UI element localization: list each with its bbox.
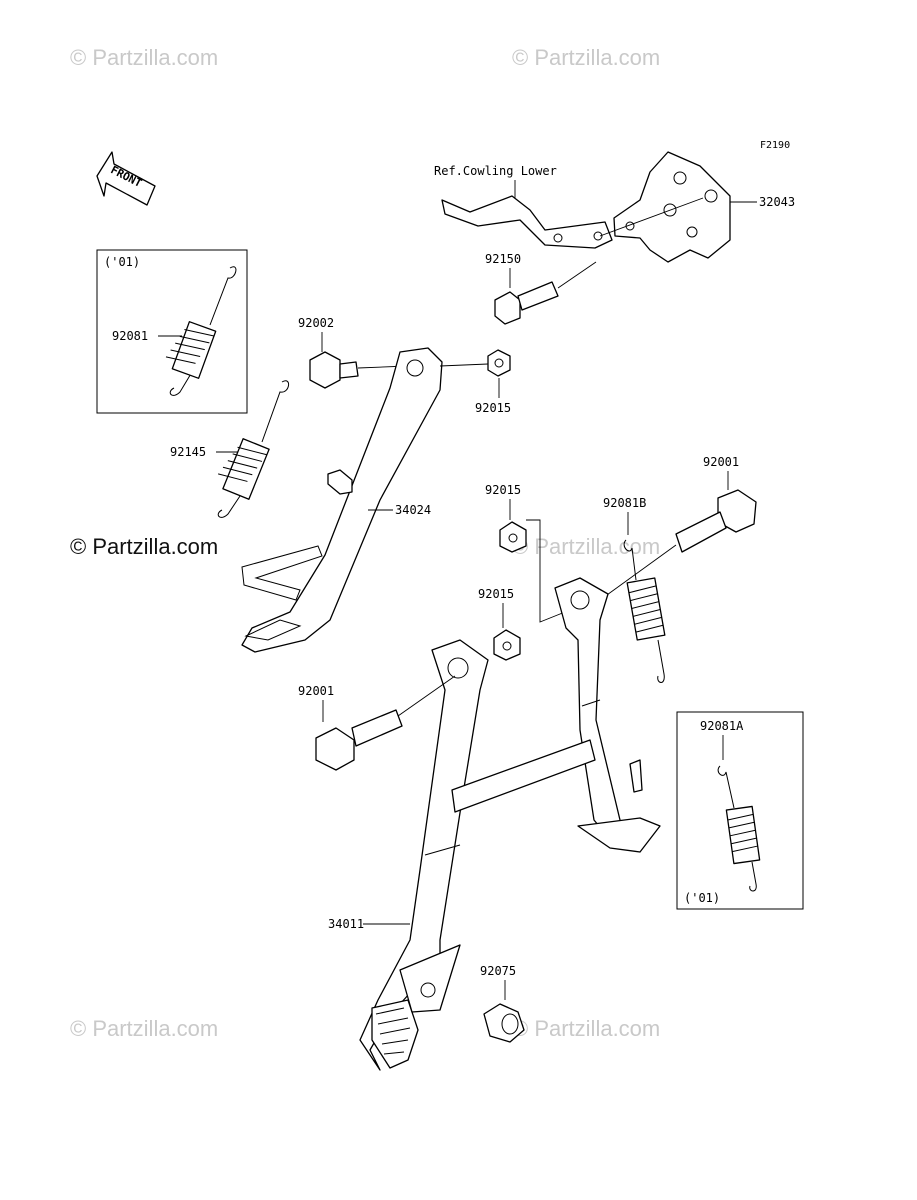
variant-box-92081a [676, 711, 804, 910]
cowling-bracket-part [441, 195, 613, 249]
label-92075: 92075 [480, 964, 516, 978]
watermark-bottom-right: © Partzilla.com [512, 1016, 660, 1041]
label-92145: 92145 [170, 445, 206, 459]
watermark-bottom-left: © Partzilla.com [70, 1016, 218, 1041]
spring-92081-part [165, 266, 237, 396]
pin-92002-part [309, 351, 409, 389]
label-92001-right: 92001 [703, 455, 739, 469]
nut-92015-top-part [487, 349, 511, 377]
spring-92081a-part [717, 765, 761, 892]
front-arrow-icon: FRONT [96, 151, 156, 206]
watermark-middle-left: © Partzilla.com [70, 534, 218, 559]
label-92081a: 92081A [700, 719, 744, 733]
label-92081b: 92081B [603, 496, 646, 510]
variant-box-92081 [96, 249, 248, 414]
spring-92145-part [217, 380, 289, 518]
label-92081: 92081 [112, 329, 148, 343]
label-92150: 92150 [485, 252, 521, 266]
center-stand-34011-part [359, 577, 661, 1071]
diagram-code: F2190 [760, 140, 790, 151]
nut-92015-mid-part [499, 521, 527, 553]
bumper-92075-part [483, 1003, 525, 1043]
label-92001-left: 92001 [298, 684, 334, 698]
nut-92015-low-part [493, 629, 521, 661]
bolt-92150-part [494, 261, 597, 325]
side-stand-34024-part [241, 347, 443, 653]
label-92015-top: 92015 [475, 401, 511, 415]
label-32043: 32043 [759, 195, 795, 209]
bolt-92001-right-part [599, 489, 757, 601]
ref-cowling-label: Ref.Cowling Lower [434, 164, 557, 178]
bracket-32043-part [599, 151, 731, 263]
label-34011: 34011 [328, 917, 364, 931]
label-92015-mid: 92015 [485, 483, 521, 497]
watermark-top-right: © Partzilla.com [512, 45, 660, 70]
label-92002: 92002 [298, 316, 334, 330]
note-box-92081: ('01) [104, 255, 140, 269]
spring-92081b-part [623, 539, 666, 683]
note-box-92081a: ('01) [684, 891, 720, 905]
label-34024: 34024 [395, 503, 431, 517]
watermarks: © Partzilla.com © Partzilla.com © Partzi… [70, 45, 660, 1041]
watermark-middle-right: © Partzilla.com [512, 534, 660, 559]
label-92015-low: 92015 [478, 587, 514, 601]
bolt-92001-left-part [315, 675, 456, 771]
watermark-top-left: © Partzilla.com [70, 45, 218, 70]
